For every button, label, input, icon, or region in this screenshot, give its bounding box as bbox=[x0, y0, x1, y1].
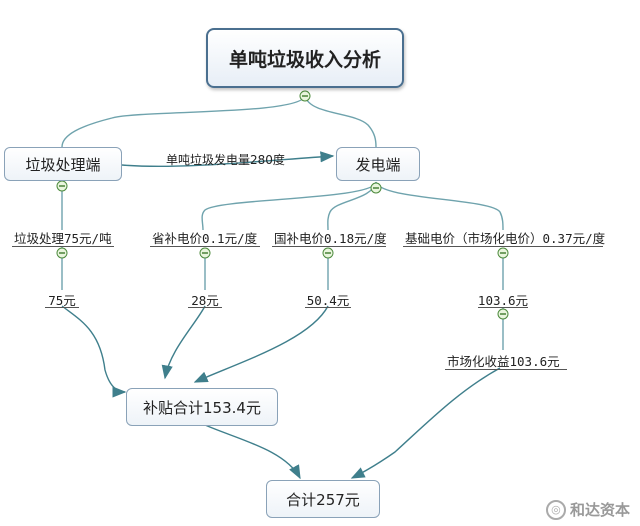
market-revenue-label[interactable]: 市场化收益103.6元 bbox=[447, 354, 560, 369]
power-to-national-line bbox=[327, 181, 377, 231]
power-to-province-line bbox=[201, 181, 377, 231]
subsidy-to-total-arrow bbox=[204, 424, 301, 480]
wechat-icon: ◎ bbox=[545, 499, 566, 520]
province-subsidy-label[interactable]: 省补电价0.1元/度 bbox=[152, 231, 258, 246]
title-node[interactable]: 单吨垃圾收入分析 bbox=[206, 28, 404, 88]
watermark-text: 和达资本 bbox=[569, 501, 630, 519]
power-generation-node[interactable]: 发电端 bbox=[336, 147, 420, 181]
base-value[interactable]: 103.6元 bbox=[477, 293, 529, 308]
waste-to-power-arrow bbox=[121, 151, 335, 168]
base-price-label[interactable]: 基础电价（市场化电价）0.37元/度 bbox=[405, 231, 606, 246]
fee-value-to-subsidy-arrow bbox=[61, 305, 127, 398]
fee-value[interactable]: 75元 bbox=[48, 293, 76, 308]
waste-processing-node[interactable]: 垃圾处理端 bbox=[4, 147, 122, 181]
market-to-total-arrow bbox=[350, 367, 501, 479]
subsidy-total-node[interactable]: 补贴合计153.4元 bbox=[126, 388, 278, 426]
grand-total-node[interactable]: 合计257元 bbox=[266, 480, 380, 518]
province-value[interactable]: 28元 bbox=[191, 293, 219, 308]
national-value[interactable]: 50.4元 bbox=[306, 293, 350, 308]
edge-label-generation: 单吨垃圾发电量280度 bbox=[166, 153, 285, 167]
fee-label[interactable]: 垃圾处理75元/吨 bbox=[14, 231, 112, 246]
title-to-power-line bbox=[304, 95, 377, 148]
watermark: ◎ 和达资本 bbox=[545, 499, 630, 520]
title-to-waste-line bbox=[61, 95, 306, 148]
power-to-base-line bbox=[375, 181, 504, 231]
national-subsidy-label[interactable]: 国补电价0.18元/度 bbox=[274, 231, 387, 246]
national-value-to-subsidy-arrow bbox=[193, 305, 329, 383]
province-value-to-subsidy-arrow bbox=[161, 305, 206, 380]
